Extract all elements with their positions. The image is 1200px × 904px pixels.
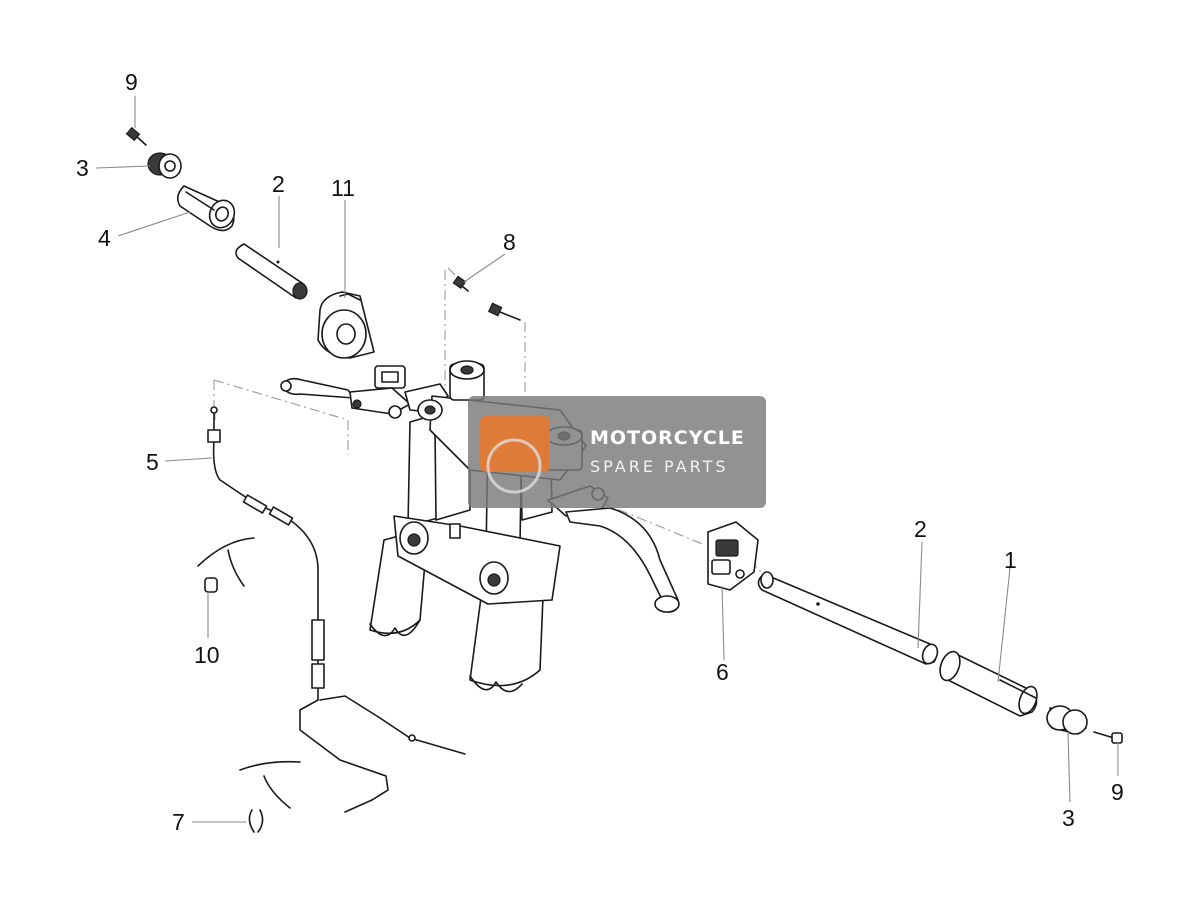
part-switch-right-6 <box>707 521 759 591</box>
callout-11: 11 <box>331 175 355 201</box>
watermark-badge <box>480 416 550 472</box>
callout-2-right: 2 <box>914 516 927 542</box>
part-clip-7 <box>239 760 301 833</box>
part-throttle-tube-right <box>757 571 939 665</box>
part-switch-housing-11 <box>317 291 375 359</box>
part-screws-8 <box>452 275 521 321</box>
callout-3-right: 3 <box>1062 805 1075 831</box>
watermark-line1: MOTORCYCLE <box>590 427 745 449</box>
watermark-line2: SPARE PARTS <box>590 457 729 476</box>
callout-7: 7 <box>172 809 185 835</box>
callout-6: 6 <box>716 659 729 685</box>
part-bar-end-weight-right <box>1046 705 1088 735</box>
part-throttle-tube-left <box>235 243 308 300</box>
part-screw-9-left <box>125 126 147 146</box>
callout-8: 8 <box>503 229 516 255</box>
callout-4: 4 <box>98 225 111 251</box>
callout-9-right: 9 <box>1111 779 1124 805</box>
callout-5: 5 <box>146 449 159 475</box>
part-throttle-cable-5 <box>207 406 466 813</box>
callout-1: 1 <box>1004 547 1017 573</box>
callout-2-left: 2 <box>272 171 285 197</box>
watermark: MOTORCYCLE SPARE PARTS <box>468 396 766 508</box>
part-clutch-lever-assembly <box>280 365 449 419</box>
callout-9-left: 9 <box>125 69 138 95</box>
watermark-wheel-icon <box>486 438 542 494</box>
callout-leader-lines <box>95 96 1119 823</box>
part-grip-right-1 <box>939 650 1038 717</box>
part-bar-end-weight-left <box>147 152 182 179</box>
callout-labels: 9 3 4 2 11 8 5 10 7 6 2 1 3 9 <box>76 69 1124 835</box>
callout-3-left: 3 <box>76 155 89 181</box>
part-grip-left <box>176 185 236 232</box>
callout-10: 10 <box>194 642 220 668</box>
part-cable-clip-10 <box>197 537 255 593</box>
part-screw-9-right <box>1093 731 1123 744</box>
